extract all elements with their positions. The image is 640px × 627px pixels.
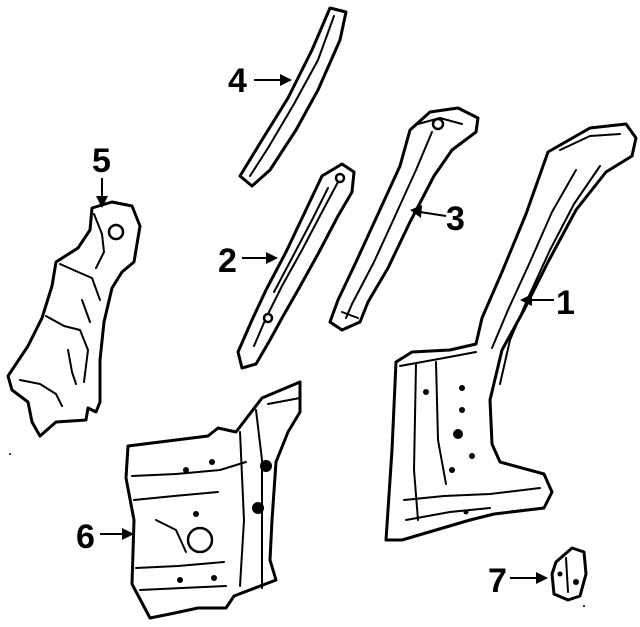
callout-1-label: 1 (556, 284, 575, 322)
callout-4-arrowhead (280, 74, 292, 86)
part-1-b-pillar-inner (384, 122, 638, 542)
callout-3-leader (419, 211, 447, 217)
callout-7-arrowhead (536, 572, 548, 584)
callout-3-label: 3 (446, 200, 465, 238)
callout-6-label: 6 (76, 518, 95, 556)
callout-5-arrowhead (96, 196, 108, 208)
callout-4-label: 4 (228, 62, 247, 100)
part-3-pillar-upper (328, 106, 480, 332)
print-specks (9, 453, 585, 607)
callout-6: 6 (76, 518, 134, 556)
callout-3-arrowhead (410, 205, 422, 218)
callout-5: 5 (92, 142, 111, 208)
callout-1-arrowhead (520, 294, 532, 306)
callout-2: 2 (218, 242, 278, 280)
callout-3: 3 (410, 200, 465, 238)
part-2-pillar-reinforcement (236, 162, 356, 370)
part-4-windshield-pillar-strip (238, 6, 348, 188)
part-6-hinge-pillar (124, 380, 302, 620)
callout-2-arrowhead (266, 252, 278, 264)
callout-1: 1 (520, 284, 575, 322)
part-5-lower-panel (6, 200, 142, 438)
callout-6-arrowhead (122, 528, 134, 540)
callout-5-label: 5 (92, 142, 111, 180)
callout-2-label: 2 (218, 242, 237, 280)
part-7-bracket (550, 546, 588, 602)
callout-4: 4 (228, 62, 292, 100)
callout-7: 7 (488, 562, 548, 600)
callout-7-label: 7 (488, 562, 507, 600)
